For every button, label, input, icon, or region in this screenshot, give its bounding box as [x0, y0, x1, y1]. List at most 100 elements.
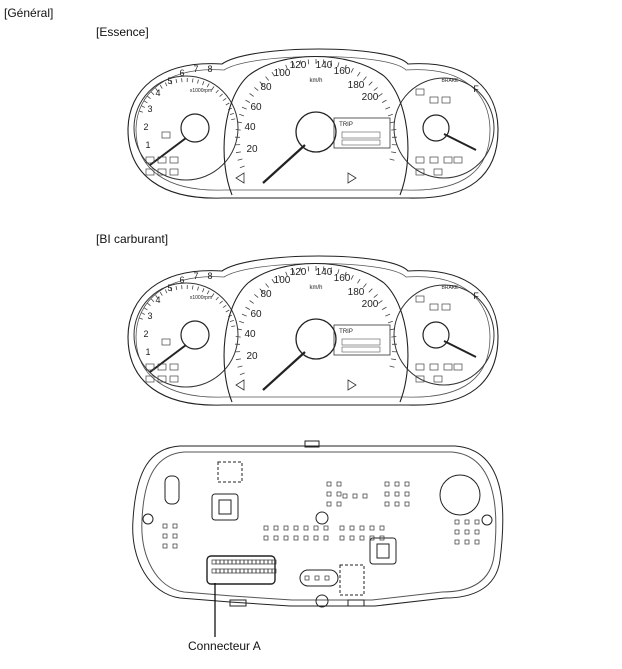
rear-pad — [369, 525, 375, 531]
speed-tick — [285, 271, 288, 277]
speed-tick — [245, 306, 251, 310]
lcd-segment — [341, 346, 381, 353]
speed-tick — [368, 288, 373, 293]
turn-right-indicator — [347, 172, 357, 184]
connector-a-pin — [259, 559, 265, 565]
dashed-box-top — [217, 461, 243, 483]
speedometer-needle — [262, 351, 306, 391]
speed-tick — [381, 306, 387, 310]
connector-a-pin — [239, 559, 245, 565]
speed-number-160: 160 — [334, 66, 351, 77]
rear-pad — [379, 525, 385, 531]
rear-tab-top — [304, 440, 320, 448]
speed-tick — [362, 76, 367, 81]
rear-pad — [172, 523, 178, 529]
tacho-tick — [159, 84, 163, 89]
tacho-warning-icon — [145, 156, 155, 164]
tacho-tick — [164, 289, 168, 294]
speed-tick — [322, 266, 325, 272]
connector-a-pin — [211, 568, 217, 574]
tachometer-hub — [180, 320, 210, 350]
rear-pad — [323, 525, 329, 531]
tacho-number-5: 5 — [167, 283, 172, 293]
speed-tick — [307, 59, 310, 65]
speed-tick — [373, 294, 378, 298]
tacho-tick — [155, 88, 159, 92]
speed-tick — [278, 275, 282, 280]
speed-tick — [235, 129, 241, 131]
fuel-warning-icon — [433, 168, 443, 176]
rear-pad — [362, 493, 368, 499]
speed-tick — [241, 313, 247, 317]
speed-number-200: 200 — [362, 299, 379, 310]
tacho-tick — [143, 307, 148, 311]
cluster-inner-outline — [135, 263, 491, 398]
speed-number-120: 120 — [290, 60, 307, 71]
speaker-buzzer — [439, 474, 481, 516]
tacho-number-1: 1 — [145, 140, 150, 150]
speed-tick — [385, 106, 391, 110]
rear-pad — [394, 501, 400, 507]
cluster-outline — [127, 255, 499, 406]
rear-pad — [474, 529, 480, 535]
speed-tick — [235, 358, 241, 361]
lcd-display — [333, 117, 391, 149]
connector-a — [206, 555, 276, 585]
fuel-full-label: F — [473, 291, 479, 301]
tachometer-needle — [149, 344, 187, 373]
cluster-inner-outline — [135, 56, 491, 191]
connector-a-pin — [235, 559, 241, 565]
connector-a-pin — [243, 568, 249, 574]
connector-a-pin — [223, 568, 229, 574]
fuel-warning-icon — [415, 88, 425, 96]
mount-hole-right — [481, 514, 493, 526]
connector-a-pin — [255, 559, 261, 565]
tacho-tick — [231, 325, 236, 327]
tacho-number-3: 3 — [147, 104, 152, 114]
speedometer-hub — [295, 318, 337, 360]
rear-pad — [404, 481, 410, 487]
tacho-warning-icon — [169, 363, 179, 371]
rear-pad — [352, 493, 358, 499]
tacho-number-5: 5 — [167, 76, 172, 86]
speed-number-40: 40 — [244, 122, 256, 133]
speed-tick — [357, 278, 361, 284]
rear-pad — [162, 523, 168, 529]
connector-a-pin — [219, 568, 225, 574]
fuel-warning-icon — [415, 156, 425, 164]
tacho-number-1: 1 — [145, 347, 150, 357]
tacho-warning-icon — [157, 375, 167, 383]
connector-a-pin — [267, 568, 273, 574]
rear-pad — [336, 501, 342, 507]
rear-pad — [369, 535, 375, 541]
tacho-number-7: 7 — [193, 271, 198, 281]
rear-housing-inner — [141, 451, 497, 601]
speed-tick — [292, 62, 295, 68]
tacho-number-7: 7 — [193, 64, 198, 74]
tachometer-hub — [180, 113, 210, 143]
speed-tick — [337, 269, 340, 275]
fuel-gauge-needle — [443, 340, 477, 358]
tacho-number-2: 2 — [143, 329, 148, 339]
speed-tick — [381, 99, 387, 103]
rear-pad — [313, 535, 319, 541]
speed-tick — [387, 113, 393, 117]
rear-pad — [474, 519, 480, 525]
speed-number-180: 180 — [348, 80, 365, 91]
rear-pad — [162, 533, 168, 539]
speed-tick — [237, 121, 242, 124]
speed-tick — [300, 60, 302, 66]
rear-pad — [404, 491, 410, 497]
speed-tick — [237, 158, 243, 161]
fuel-warning-icon — [429, 96, 439, 104]
speed-tick — [249, 93, 254, 97]
connector-a-pin — [215, 568, 221, 574]
mount-hole-left — [142, 513, 154, 525]
speed-tick — [235, 336, 241, 338]
tachometer-needle — [149, 137, 187, 166]
rear-pin-grid — [162, 481, 480, 581]
rear-pad — [283, 525, 289, 531]
rear-pad — [172, 533, 178, 539]
tacho-tick — [219, 300, 223, 304]
